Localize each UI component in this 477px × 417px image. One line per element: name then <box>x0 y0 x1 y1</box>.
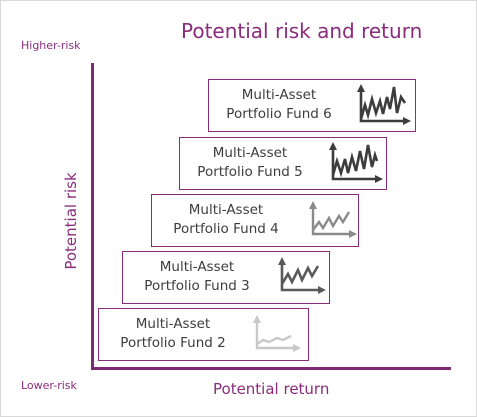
volatile-chart-icon <box>329 142 383 183</box>
fund-name-line1: Multi-Asset <box>212 145 288 161</box>
fund-name-line2: Portfolio Fund 4 <box>173 221 279 237</box>
fund-label-3: Multi-Asset Portfolio Fund 3 <box>122 258 272 296</box>
moderate-chart-icon <box>309 201 357 238</box>
fund-box-4 <box>151 194 359 247</box>
fund-box-5 <box>179 137 387 190</box>
diagram-title: Potential risk and return <box>181 19 423 43</box>
higher-risk-label: Higher-risk <box>21 39 81 52</box>
y-axis-line <box>91 63 94 370</box>
fund-name-line2: Portfolio Fund 6 <box>226 106 332 122</box>
x-axis-label: Potential return <box>213 380 330 398</box>
x-axis-line <box>91 367 451 370</box>
fund-name-line2: Portfolio Fund 2 <box>120 335 226 351</box>
fund-label-6: Multi-Asset Portfolio Fund 6 <box>208 86 350 124</box>
fund-label-5: Multi-Asset Portfolio Fund 5 <box>179 144 321 182</box>
lower-risk-label: Lower-risk <box>21 379 77 392</box>
moderate-chart-icon <box>278 257 326 294</box>
fund-label-4: Multi-Asset Portfolio Fund 4 <box>151 201 301 239</box>
fund-name-line2: Portfolio Fund 5 <box>197 164 303 180</box>
volatile-chart-icon <box>357 84 411 125</box>
fund-name-line1: Multi-Asset <box>135 316 211 332</box>
fund-name-line1: Multi-Asset <box>188 202 264 218</box>
fund-label-2: Multi-Asset Portfolio Fund 2 <box>98 315 248 353</box>
calm-chart-icon <box>253 315 301 352</box>
fund-name-line1: Multi-Asset <box>241 87 317 103</box>
fund-name-line2: Portfolio Fund 3 <box>144 278 250 294</box>
fund-box-2 <box>98 308 309 361</box>
fund-name-line1: Multi-Asset <box>159 259 235 275</box>
y-axis-label: Potential risk <box>62 172 80 270</box>
